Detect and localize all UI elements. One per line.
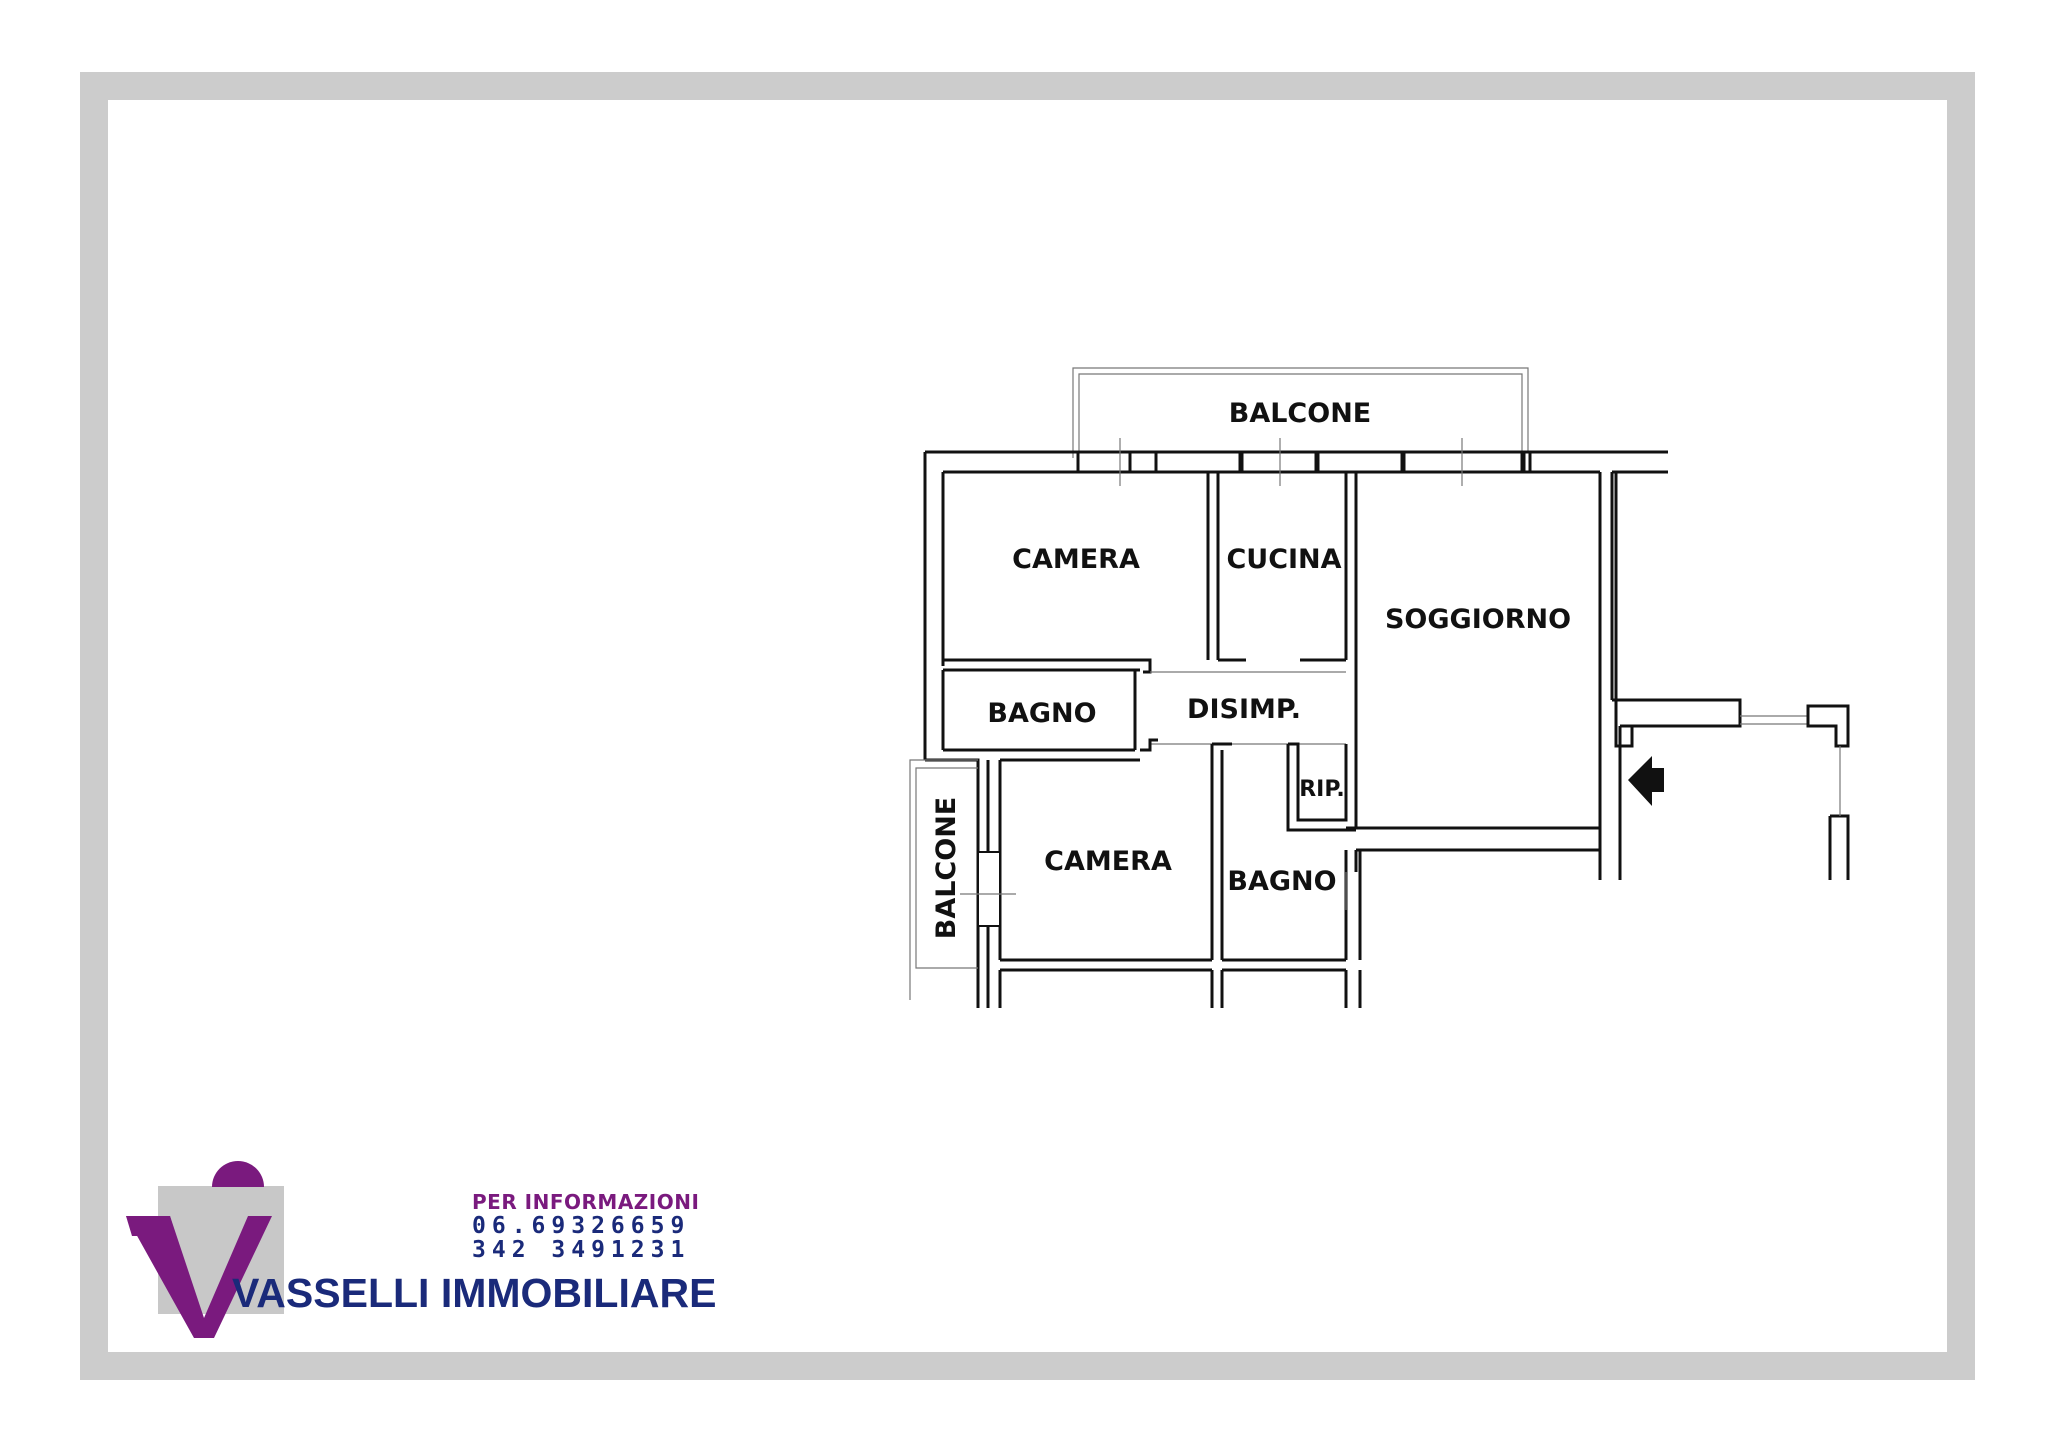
room-label-bagno-2: BAGNO xyxy=(1227,866,1336,897)
contact-title: PER INFORMAZIONI xyxy=(472,1190,700,1214)
room-label-balcone-top: BALCONE xyxy=(1229,398,1372,429)
contact-block: PER INFORMAZIONI 06.69326659 342 3491231 xyxy=(472,1190,699,1262)
entrance-arrow-icon xyxy=(1628,756,1664,806)
balcone-side-outline xyxy=(909,759,978,1000)
room-label-cucina: CUCINA xyxy=(1226,544,1341,575)
outer-walls xyxy=(923,438,1850,880)
room-label-camera-2: CAMERA xyxy=(1044,846,1172,877)
phone-number-1: 06.69326659 xyxy=(472,1213,691,1239)
room-label-disimp: DISIMP. xyxy=(1187,694,1301,725)
phone-number-2: 342 3491231 xyxy=(472,1237,691,1263)
interior-walls xyxy=(925,472,1600,1008)
brand-name: VASSELLI IMMOBILIARE xyxy=(232,1270,717,1316)
room-label-balcone-side: BALCONE xyxy=(931,797,962,940)
vasselli-v-logo-icon xyxy=(126,1161,284,1338)
room-label-camera-1: CAMERA xyxy=(1012,544,1140,575)
balcone-top-outline xyxy=(1072,367,1529,458)
room-label-rip: RIP. xyxy=(1299,777,1345,802)
room-label-bagno-1: BAGNO xyxy=(987,698,1096,729)
room-label-soggiorno: SOGGIORNO xyxy=(1385,604,1571,635)
